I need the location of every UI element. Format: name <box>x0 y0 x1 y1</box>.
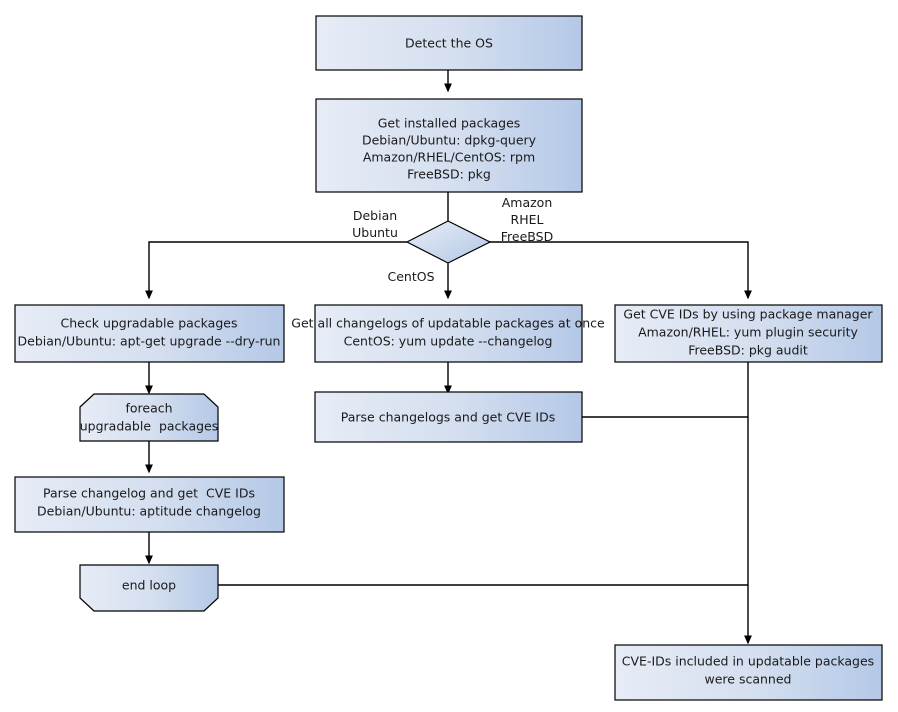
node-foreach-loop-start[interactable]: foreach upgradable packages <box>79 393 219 442</box>
node-get-cve-ids-package-manager-shape[interactable] <box>614 304 883 363</box>
edge-label-rpm-line-1: Amazon <box>502 195 553 210</box>
node-get-all-changelogs-line-1: Get all changelogs of updatable packages… <box>291 316 605 331</box>
node-get-all-changelogs[interactable]: Get all changelogs of updatable packages… <box>291 304 605 363</box>
node-parse-changelogs-all-line-1: Parse changelogs and get CVE IDs <box>341 410 555 425</box>
edge-decision-to-get-cve-ids <box>489 241 753 300</box>
node-parse-changelog-single-shape[interactable] <box>14 476 285 533</box>
connectors <box>144 70 753 645</box>
node-end-loop-shape[interactable] <box>79 564 219 612</box>
node-get-installed-packages-shape[interactable] <box>315 98 583 193</box>
node-parse-changelog-single-line-1: Parse changelog and get CVE IDs <box>43 486 255 501</box>
node-foreach-loop-start-shape[interactable] <box>79 393 219 442</box>
edge-decision-to-check-upgradable <box>144 241 407 300</box>
node-get-installed-packages-line-2: Debian/Ubuntu: dpkg-query <box>362 133 537 148</box>
node-parse-changelog-single[interactable]: Parse changelog and get CVE IDs Debian/U… <box>14 476 285 533</box>
node-os-decision-shape[interactable] <box>405 220 492 264</box>
node-check-upgradable-packages-line-1: Check upgradable packages <box>61 316 238 331</box>
node-foreach-loop-start-line-2: upgradable packages <box>80 419 219 434</box>
edge-label-rpm-line-3: FreeBSD <box>501 229 553 244</box>
node-scanned-result-line-2: were scanned <box>705 672 792 687</box>
node-get-cve-ids-package-manager[interactable]: Get CVE IDs by using package manager Ama… <box>614 304 883 363</box>
node-parse-changelogs-all[interactable]: Parse changelogs and get CVE IDs <box>314 391 583 443</box>
node-check-upgradable-packages-shape[interactable] <box>14 304 285 363</box>
node-os-decision[interactable] <box>405 220 492 264</box>
edge-label-debian-line-2: Ubuntu <box>352 225 398 240</box>
node-get-all-changelogs-shape[interactable] <box>314 304 583 363</box>
node-get-cve-ids-package-manager-line-3: FreeBSD: pkg audit <box>688 343 808 358</box>
node-get-installed-packages[interactable]: Get installed packages Debian/Ubuntu: dp… <box>315 98 583 193</box>
node-get-all-changelogs-line-2: CentOS: yum update --changelog <box>344 334 553 349</box>
edge-label-centos-line-1: CentOS <box>387 269 434 284</box>
edge-label-amazon-rhel-freebsd: Amazon RHEL FreeBSD <box>501 195 553 244</box>
node-scanned-result[interactable]: CVE-IDs included in updatable packages w… <box>614 644 883 701</box>
node-get-installed-packages-line-4: FreeBSD: pkg <box>407 167 491 182</box>
node-end-loop-line-1: end loop <box>122 578 176 593</box>
node-parse-changelogs-all-shape[interactable] <box>314 391 583 443</box>
node-scanned-result-line-1: CVE-IDs included in updatable packages <box>622 654 874 669</box>
node-detect-os-line-1: Detect the OS <box>405 36 493 51</box>
node-parse-changelog-single-line-2: Debian/Ubuntu: aptitude changelog <box>37 504 261 519</box>
node-get-cve-ids-package-manager-line-1: Get CVE IDs by using package manager <box>623 307 873 322</box>
edge-label-debian-line-1: Debian <box>353 208 397 223</box>
node-get-cve-ids-package-manager-line-2: Amazon/RHEL: yum plugin security <box>638 325 858 340</box>
node-scanned-result-shape[interactable] <box>614 644 883 701</box>
node-get-installed-packages-line-3: Amazon/RHEL/CentOS: rpm <box>363 150 535 165</box>
node-detect-os-shape[interactable] <box>315 15 583 71</box>
edge-label-centos: CentOS <box>387 269 434 284</box>
node-end-loop[interactable]: end loop <box>79 564 219 612</box>
node-check-upgradable-packages[interactable]: Check upgradable packages Debian/Ubuntu:… <box>14 304 285 363</box>
node-foreach-loop-start-line-1: foreach <box>125 401 172 416</box>
node-detect-os[interactable]: Detect the OS <box>315 15 583 71</box>
node-check-upgradable-packages-line-2: Debian/Ubuntu: apt-get upgrade --dry-run <box>18 334 281 349</box>
edge-label-debian-ubuntu: Debian Ubuntu <box>352 208 398 240</box>
node-get-installed-packages-line-1: Get installed packages <box>378 116 521 131</box>
edge-label-rpm-line-2: RHEL <box>511 212 544 227</box>
